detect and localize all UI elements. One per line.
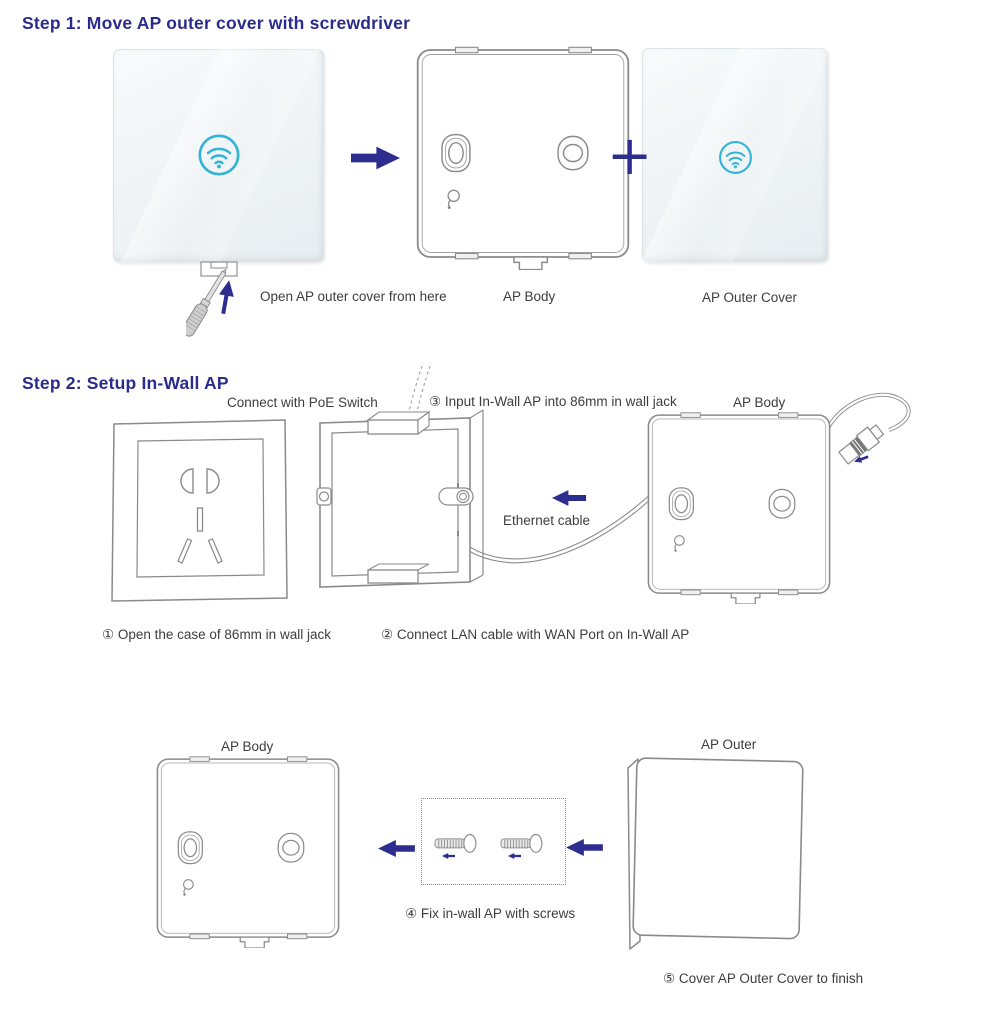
ethernet-cable-label: Ethernet cable	[503, 513, 591, 528]
ap-body-diagram-step2	[646, 412, 832, 604]
ap-outer-cover-panel	[642, 48, 828, 262]
wall-jack-box-diagram	[316, 363, 661, 588]
wifi-icon	[196, 132, 242, 178]
screw-icon-2	[500, 830, 544, 860]
ap-body-label-step2: AP Body	[733, 395, 786, 410]
ap-body-diagram-step3	[155, 756, 341, 948]
ap-outer-label: AP Outer	[701, 737, 757, 752]
left-arrow-icon-2	[566, 837, 603, 858]
screwdriver-icon	[186, 268, 227, 337]
wifi-icon-outer-cover	[717, 139, 754, 176]
left-arrow-icon-ethernet	[552, 488, 586, 508]
open-cover-label: Open AP outer cover from here	[260, 289, 447, 304]
step1-title: Step 1: Move AP outer cover with screwdr…	[22, 13, 411, 33]
ap-body-label-step1: AP Body	[503, 289, 556, 304]
screw-icon-1	[434, 830, 478, 860]
right-arrow-icon	[347, 144, 404, 172]
screws-dotted-box	[421, 798, 566, 885]
poe-switch-label: Connect with PoE Switch	[227, 395, 378, 410]
left-arrow-icon-1	[378, 838, 415, 859]
wall-socket-diagram	[111, 419, 288, 602]
step2-title: Step 2: Setup In-Wall AP	[22, 373, 229, 393]
up-arrow-icon	[219, 280, 234, 314]
rj45-connector-icon	[826, 392, 911, 465]
instruction-5-label: ⑤ Cover AP Outer Cover to finish	[663, 971, 864, 986]
ap-body-diagram-step1	[415, 46, 631, 270]
instruction-2-label: ② Connect LAN cable with WAN Port on In-…	[381, 627, 690, 642]
instruction-1-label: ① Open the case of 86mm in wall jack	[102, 627, 331, 642]
plus-sign: +	[607, 124, 653, 187]
ap-outer-diagram	[627, 757, 804, 950]
instruction-3-label: ③ Input In-Wall AP into 86mm in wall jac…	[429, 394, 677, 409]
ap-outer-cover-label: AP Outer Cover	[702, 290, 798, 305]
instruction-4-label: ④ Fix in-wall AP with screws	[405, 906, 576, 921]
ap-body-label-step3: AP Body	[221, 739, 274, 754]
